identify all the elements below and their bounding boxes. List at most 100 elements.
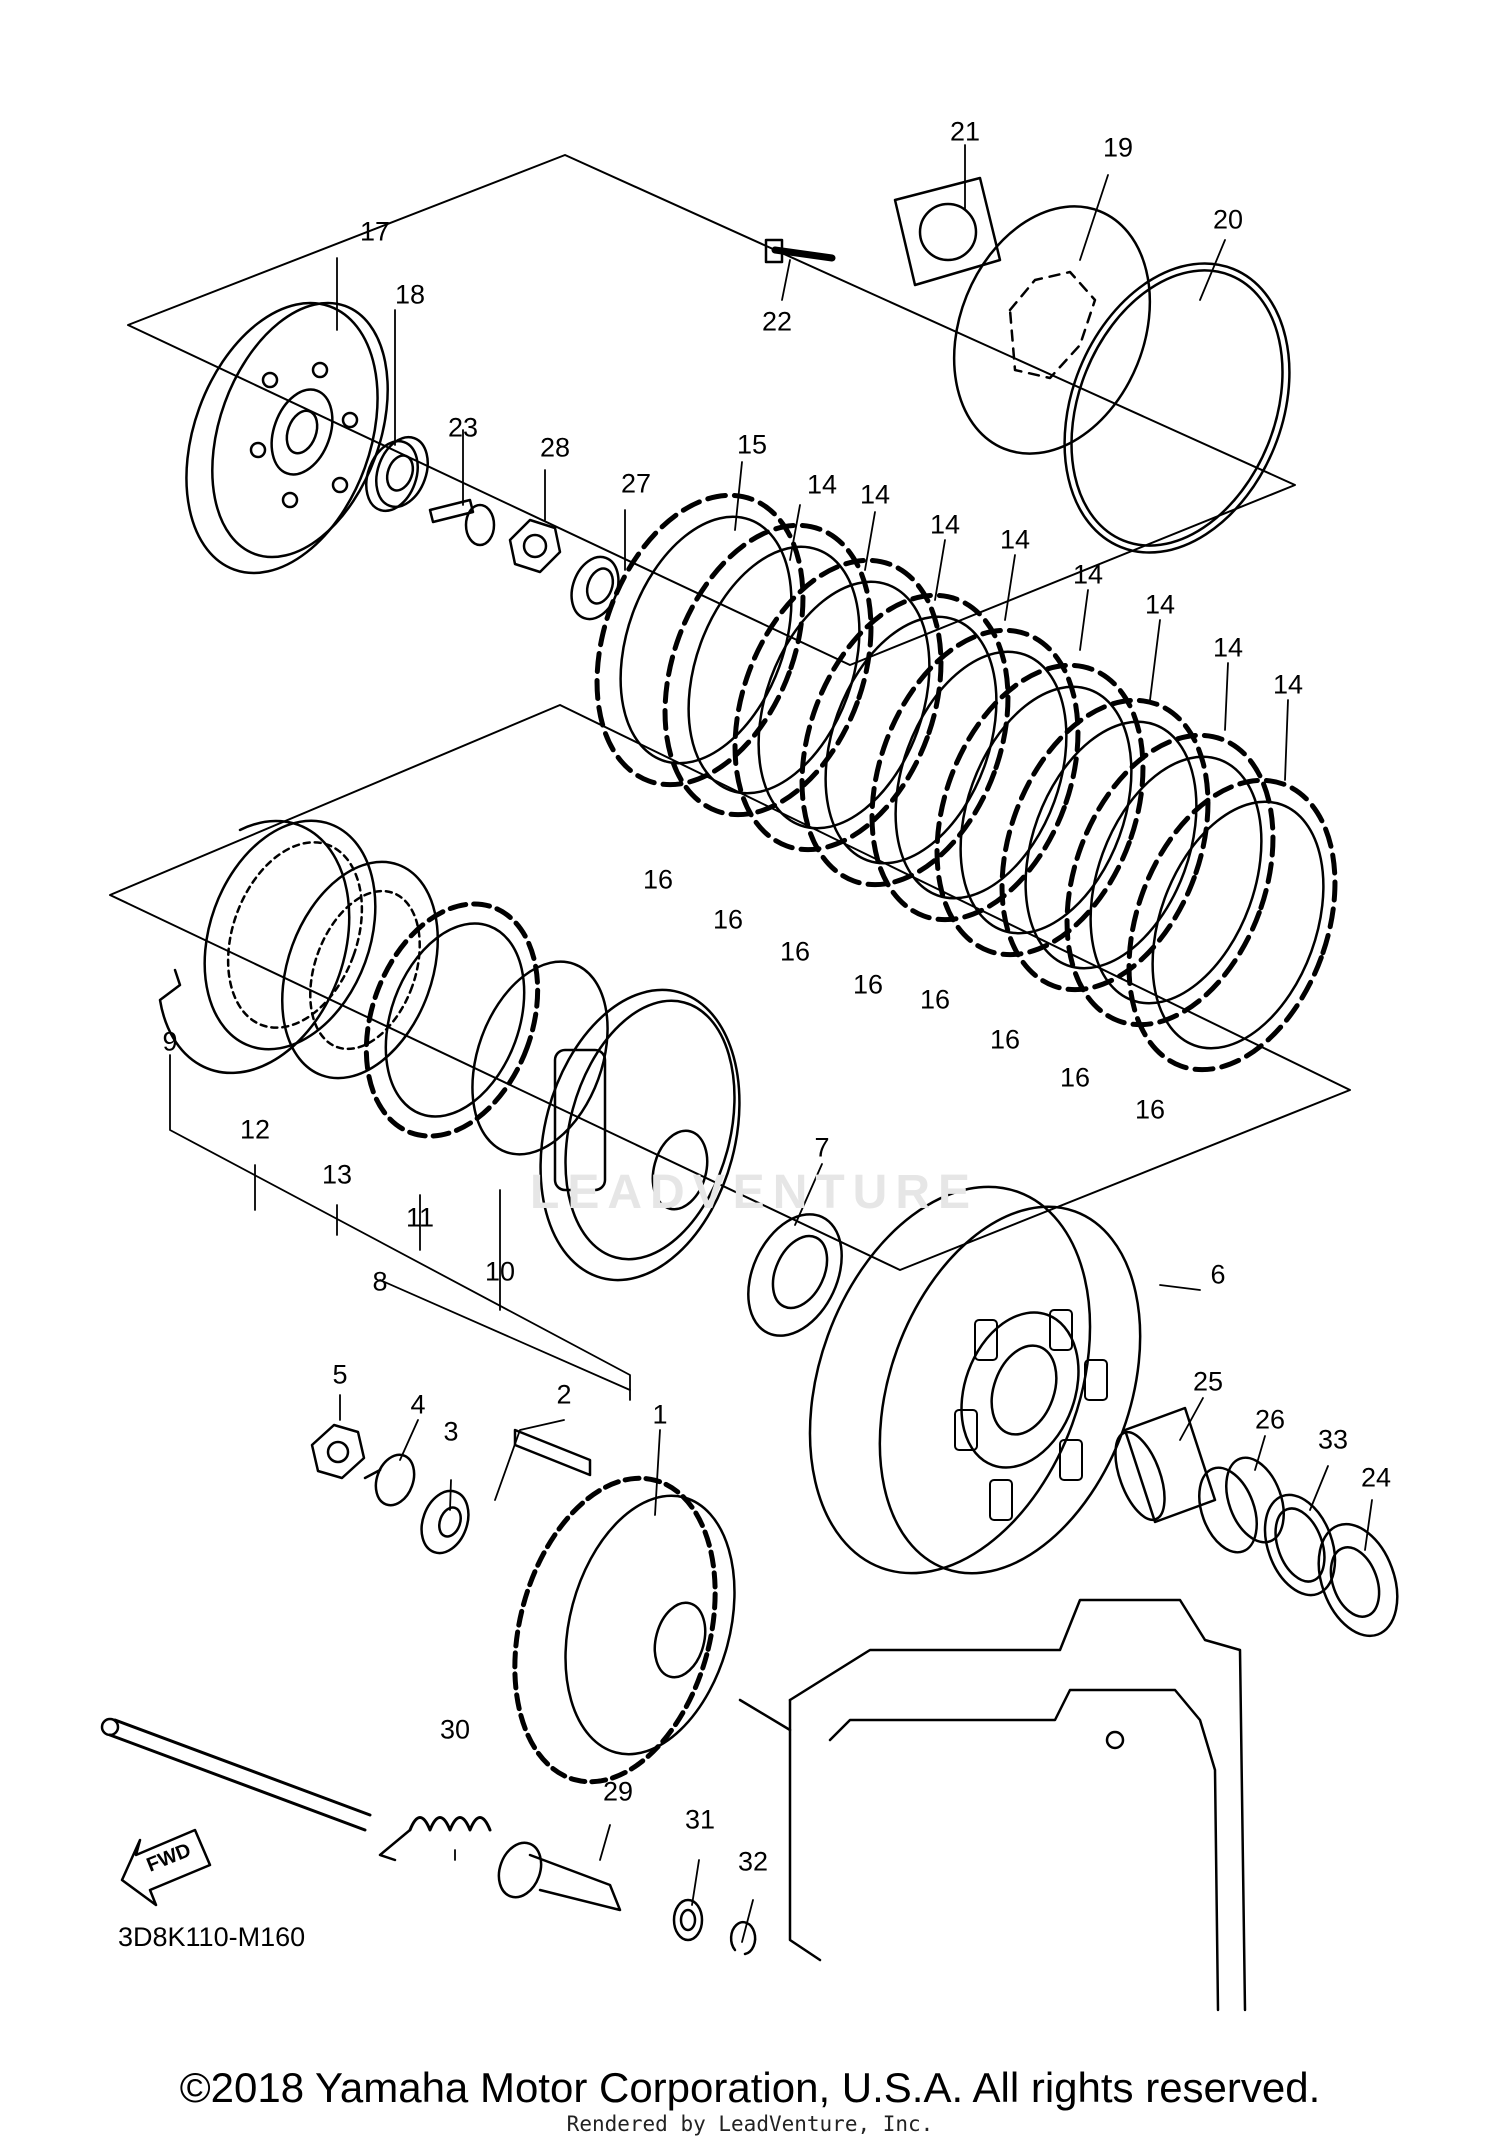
- callout-c24: 24: [1360, 1462, 1392, 1493]
- spacer-33: [1263, 1493, 1337, 1597]
- friction-plate: [999, 697, 1211, 993]
- callout-c20: 20: [1212, 204, 1244, 235]
- friction-plate: [1064, 732, 1276, 1028]
- spring-seat-9: [158, 819, 351, 1075]
- clutch-plate: [619, 515, 793, 765]
- callout-c1: 1: [652, 1399, 668, 1430]
- leader-lines: [169, 144, 1373, 1943]
- diagram-code: 3D8K110-M160: [118, 1922, 306, 1952]
- spring-30: [378, 1816, 492, 1862]
- friction-plate: [732, 557, 944, 853]
- callout-c14c: 14: [929, 509, 961, 540]
- clutch-plate: [959, 685, 1133, 935]
- sleeve-25: [1114, 1406, 1217, 1524]
- clutch-plate: [894, 650, 1068, 900]
- callout-c11: 11: [405, 1202, 435, 1233]
- copyright: ©2018 Yamaha Motor Corporation, U.S.A. A…: [179, 2064, 1321, 2111]
- callout-c26: 26: [1254, 1404, 1286, 1435]
- callout-c7: 7: [814, 1132, 830, 1163]
- callout-c14e: 14: [1072, 559, 1104, 590]
- plate-19: [952, 205, 1152, 455]
- rendered-by: Rendered by LeadVenture, Inc.: [566, 2112, 934, 2136]
- callout-c2: 2: [556, 1379, 572, 1410]
- clutch-plate: [757, 580, 931, 830]
- callout-c16h: 16: [1134, 1094, 1166, 1125]
- bearing-26: [1198, 1456, 1285, 1554]
- callout-c14h: 14: [1272, 669, 1304, 700]
- upper-reference-plane: [127, 154, 1296, 666]
- callout-c14f: 14: [1144, 589, 1176, 620]
- lock-washer-4: [363, 1453, 416, 1507]
- primary-drive-gear-1: [512, 1475, 736, 1785]
- callout-c4: 4: [410, 1389, 426, 1420]
- push-rod-23: [428, 498, 496, 547]
- push-lever-29: [497, 1841, 622, 1912]
- washer-7: [747, 1213, 843, 1337]
- nut-5: [310, 1423, 366, 1480]
- callout-c14g: 14: [1212, 632, 1244, 663]
- callout-c9: 9: [162, 1026, 178, 1057]
- washer-3: [420, 1489, 470, 1555]
- callout-c14d: 14: [999, 524, 1031, 555]
- callout-c13: 13: [321, 1159, 353, 1190]
- callout-c25: 25: [1192, 1366, 1224, 1397]
- callout-c6: 6: [1210, 1259, 1226, 1290]
- friction-plate: [594, 492, 806, 788]
- nut-28: [508, 518, 562, 574]
- callout-c15: 15: [736, 429, 768, 460]
- plate-13: [281, 860, 439, 1080]
- friction-plate: [934, 662, 1146, 958]
- ring-20: [1063, 262, 1291, 554]
- friction-plate: [799, 592, 1011, 888]
- callout-c16a: 16: [642, 864, 674, 895]
- callout-c3: 3: [443, 1416, 459, 1447]
- key-2: [513, 1428, 592, 1477]
- friction-plate: [869, 627, 1081, 923]
- callout-c14b: 14: [859, 479, 891, 510]
- callout-c28: 28: [539, 432, 571, 463]
- callout-c18: 18: [394, 279, 426, 310]
- callout-c21: 21: [949, 116, 981, 147]
- friction-plate: [1126, 777, 1338, 1073]
- callout-c5: 5: [332, 1359, 348, 1390]
- bearing-18: [365, 435, 429, 513]
- callout-c17: 17: [359, 216, 391, 247]
- callout-c12: 12: [239, 1114, 271, 1145]
- callout-c16e: 16: [919, 984, 951, 1015]
- lower-reference-plane: [109, 704, 1351, 1271]
- friction-plate-11: [363, 901, 541, 1139]
- spring-10: [471, 960, 609, 1156]
- callout-c16d: 16: [852, 969, 884, 1000]
- callout-c27: 27: [620, 468, 652, 499]
- callout-c16g: 16: [1059, 1062, 1091, 1093]
- callout-c8: 8: [372, 1266, 388, 1297]
- pressure-plate-17: [185, 301, 389, 575]
- fwd-arrow-icon: [120, 1828, 212, 1907]
- plate-21: [893, 176, 1002, 287]
- callout-c10: 10: [484, 1256, 516, 1287]
- friction-plate: [662, 522, 874, 818]
- callout-c29: 29: [602, 1776, 634, 1807]
- washer-24: [1317, 1522, 1399, 1638]
- callout-c22: 22: [761, 306, 793, 337]
- callout-c16c: 16: [779, 936, 811, 967]
- clutch-plate: [824, 615, 998, 865]
- push-lever-shaft: [100, 1717, 372, 1832]
- callout-c30: 30: [439, 1714, 471, 1745]
- callout-c33: 33: [1317, 1424, 1349, 1455]
- callout-c31: 31: [684, 1804, 716, 1835]
- plate-12: [203, 819, 377, 1051]
- clutch-plate: [687, 545, 861, 795]
- callout-c16f: 16: [989, 1024, 1021, 1055]
- callout-c16b: 16: [712, 904, 744, 935]
- bolt-22: [764, 238, 836, 264]
- clutch-plate: [1151, 800, 1325, 1050]
- callout-c23: 23: [447, 412, 479, 443]
- clutch-boss-8: [539, 988, 741, 1282]
- callout-c32: 32: [737, 1846, 769, 1877]
- clutch-plate: [1024, 720, 1198, 970]
- crankcase-section: [738, 1598, 1247, 2012]
- watermark: LEADVENTURE: [530, 1166, 979, 1219]
- callout-c14a: 14: [806, 469, 838, 500]
- clutch-housing-6: [808, 1185, 1142, 1575]
